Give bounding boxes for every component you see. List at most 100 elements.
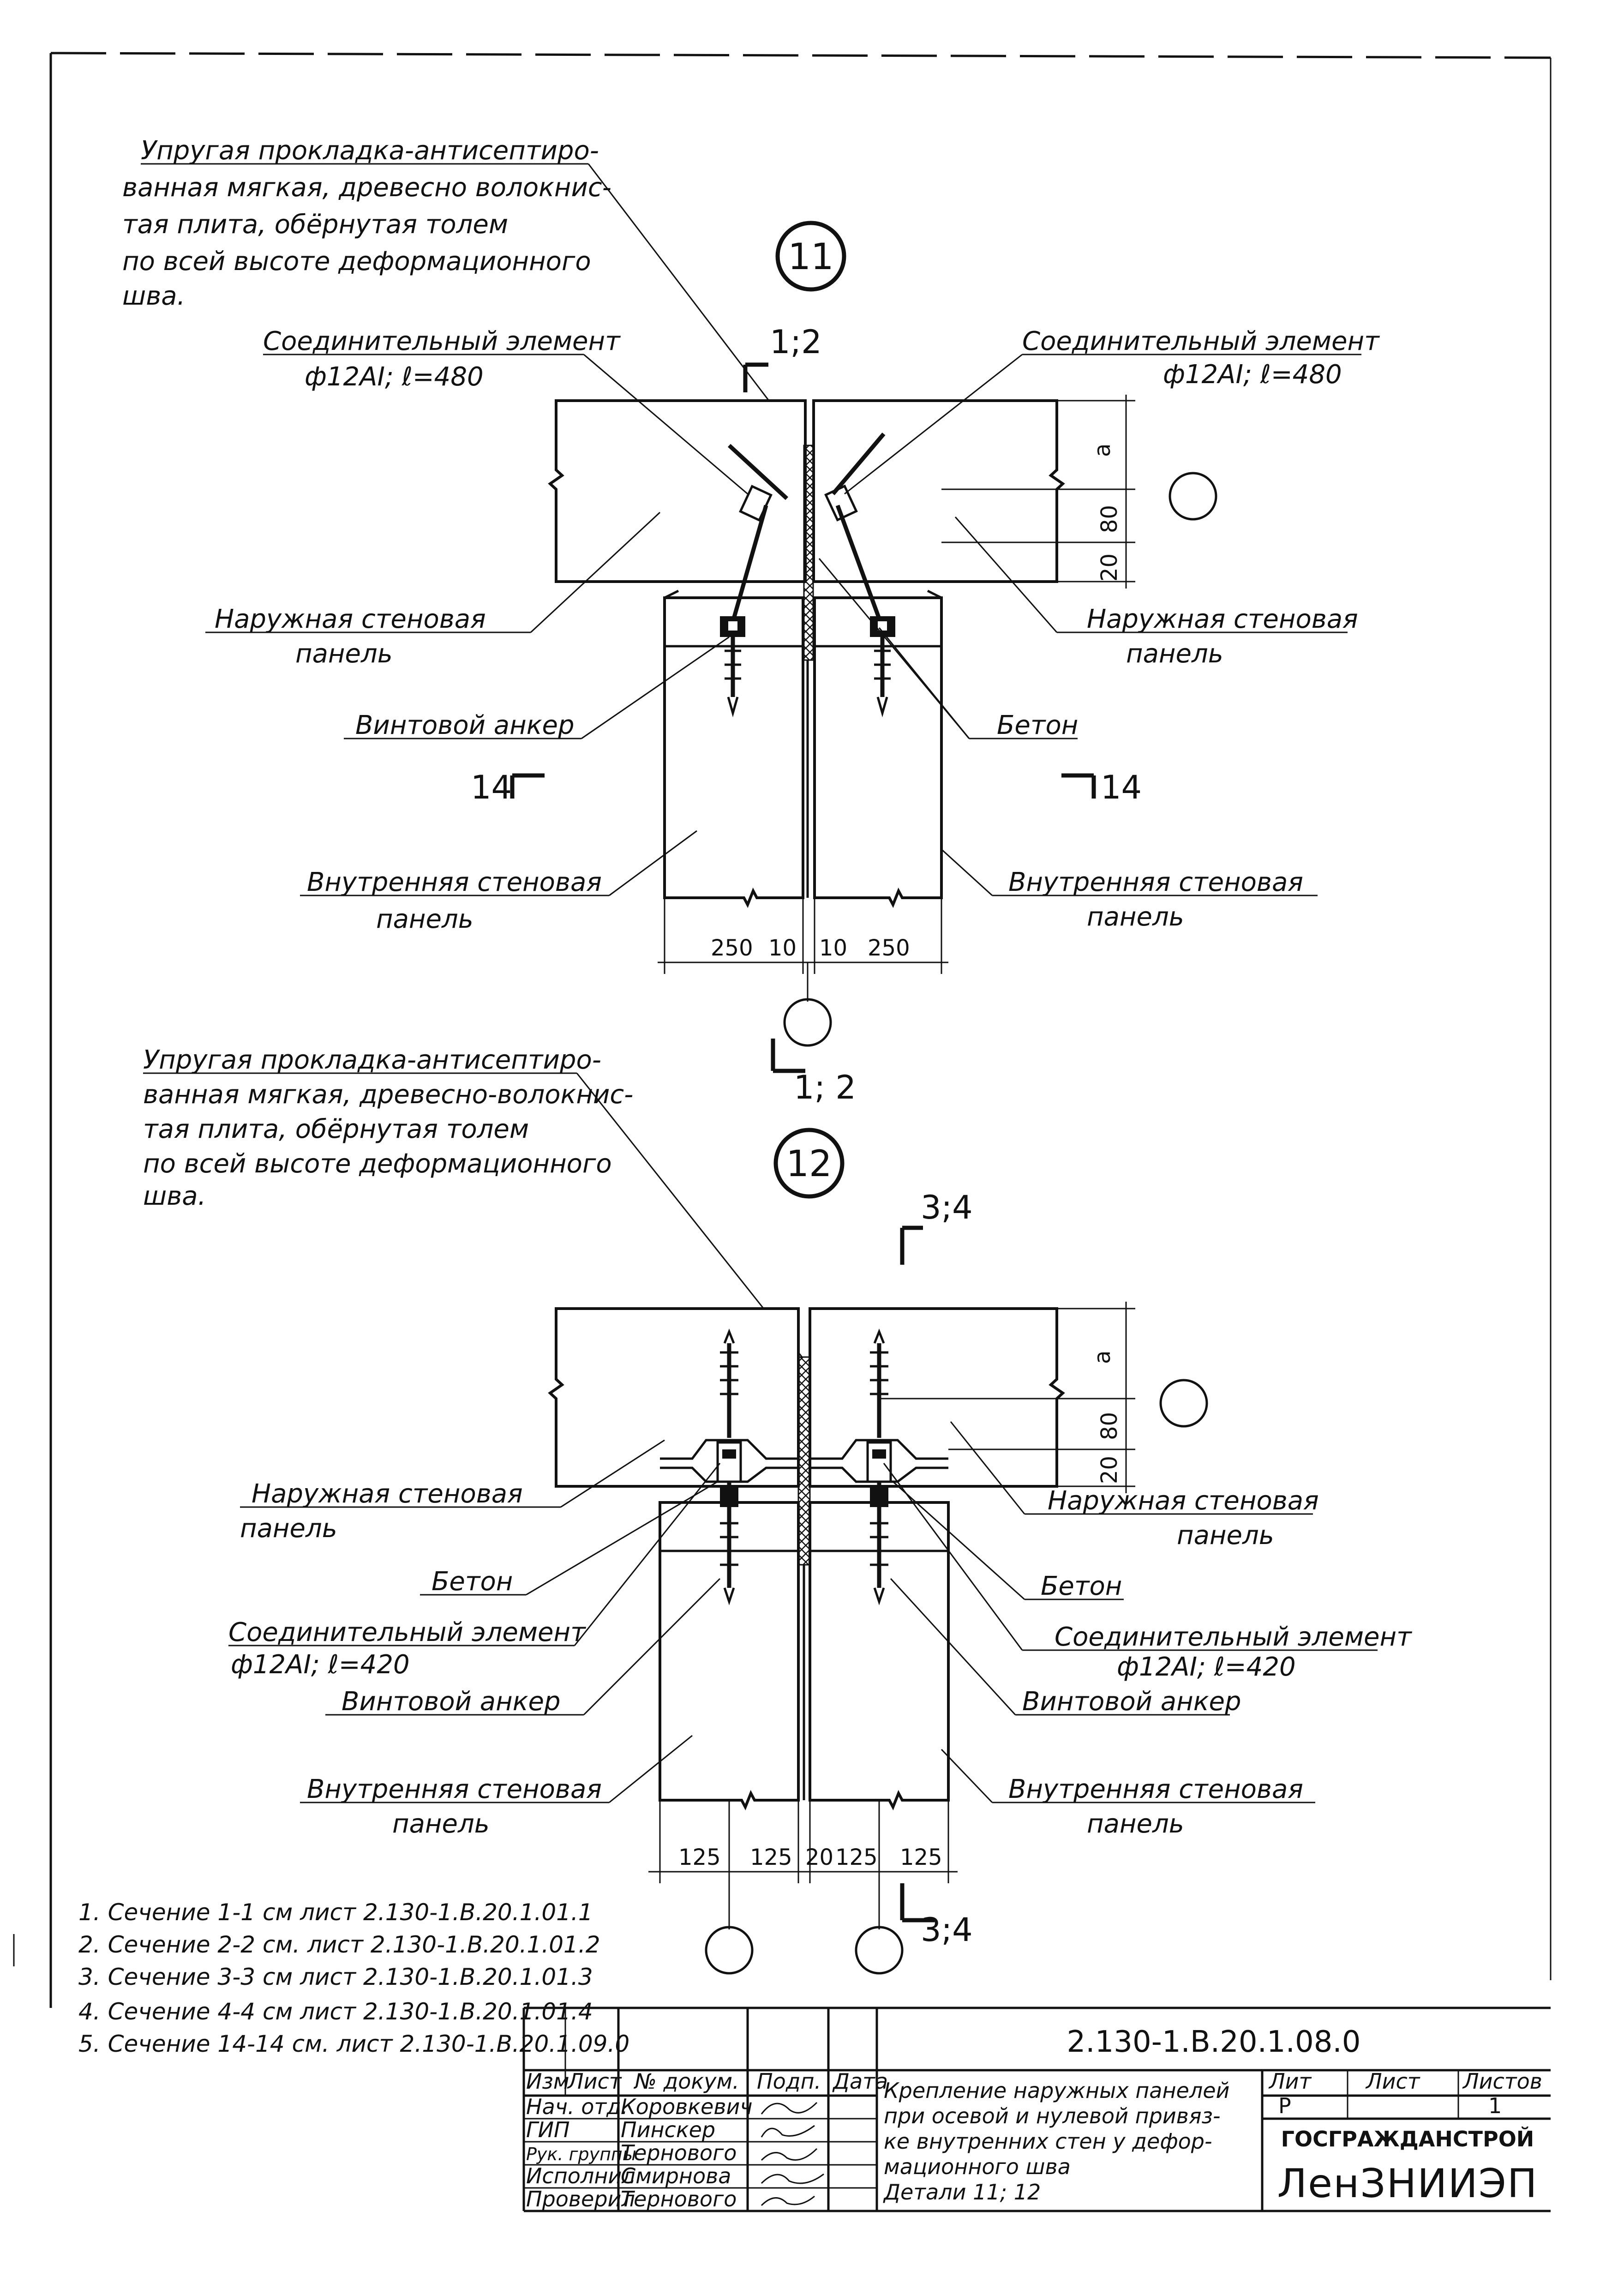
svg-text:125: 125 bbox=[750, 1844, 792, 1870]
svg-text:Бетон: Бетон bbox=[1041, 1571, 1122, 1601]
detail-11-joint-pad bbox=[803, 445, 814, 661]
detail-12-inner-panel-right bbox=[809, 1501, 950, 1811]
note-1: 1. Сечение 1-1 см лист 2.130-1.В.20.1.01… bbox=[78, 1899, 593, 1926]
svg-text:Листов: Листов bbox=[1462, 2069, 1542, 2094]
svg-text:Рук. группы: Рук. группы bbox=[526, 2144, 636, 2164]
detail-12-anchor-right-label: Винтовой анкер bbox=[890, 1578, 1241, 1717]
detail-11-section-top: 1;2 bbox=[743, 323, 822, 392]
svg-text:панель: панель bbox=[1126, 639, 1223, 669]
svg-text:Внутренняя стеновая: Внутренняя стеновая bbox=[307, 867, 602, 897]
svg-text:ке внутренних стен у дефор-: ке внутренних стен у дефор- bbox=[884, 2129, 1212, 2154]
svg-text:Наружная стеновая: Наружная стеновая bbox=[1048, 1486, 1319, 1516]
org-name: ЛенЗНИИЭП bbox=[1277, 2161, 1538, 2207]
detail-11-section-bottom: 1; 2 bbox=[771, 1039, 856, 1106]
sheet-frame bbox=[13, 52, 1552, 2008]
note-2: 2. Сечение 2-2 см. лист 2.130-1.В.20.1.0… bbox=[78, 1931, 600, 1958]
svg-text:панель: панель bbox=[1177, 1520, 1274, 1550]
svg-text:шва.: шва. bbox=[143, 1181, 206, 1211]
svg-text:по всей высоте деформационного: по всей высоте деформационного bbox=[122, 246, 591, 276]
note-3: 3. Сечение 3-3 см лист 2.130-1.В.20.1.01… bbox=[78, 1964, 593, 1990]
detail-11-section-left: 14 bbox=[471, 769, 545, 806]
svg-text:Винтовой анкер: Винтовой анкер bbox=[355, 710, 575, 740]
detail-11-connector-left bbox=[720, 444, 789, 718]
svg-text:Лит: Лит bbox=[1268, 2069, 1312, 2094]
svg-text:Бетон: Бетон bbox=[997, 710, 1078, 740]
svg-text:панель: панель bbox=[1087, 1809, 1184, 1839]
detail-12-inner-right-label: Внутренняя стеновая панель bbox=[941, 1748, 1315, 1839]
detail-12-connector-right-label: Соединительный элемент ф12АI; ℓ=420 bbox=[883, 1463, 1412, 1682]
svg-text:Внутренняя стеновая: Внутренняя стеновая bbox=[1008, 867, 1303, 897]
detail-11-connector-right bbox=[824, 433, 895, 718]
svg-text:при осевой и нулевой привяз-: при осевой и нулевой привяз- bbox=[884, 2103, 1221, 2128]
detail-12-note: Упругая прокладка-антисептиро- ванная мя… bbox=[143, 1045, 803, 1358]
svg-text:мационного шва: мационного шва bbox=[884, 2154, 1071, 2179]
detail-11-horizontal-dims: 250 10 10 250 bbox=[658, 898, 948, 1047]
svg-text:Лист: Лист bbox=[1365, 2069, 1420, 2094]
svg-text:Крепление наружных панелей: Крепление наружных панелей bbox=[884, 2078, 1229, 2103]
svg-text:Исполнил: Исполнил bbox=[526, 2163, 635, 2188]
svg-text:Лист: Лист bbox=[567, 2069, 622, 2094]
detail-12-connector-left-label: Соединительный элемент ф12АI; ℓ=420 bbox=[228, 1463, 721, 1680]
detail-11-section-right: 14 bbox=[1061, 769, 1142, 806]
svg-text:80: 80 bbox=[1097, 1412, 1122, 1440]
svg-text:20: 20 bbox=[1097, 553, 1122, 582]
svg-text:по всей высоте деформационного: по всей высоте деформационного bbox=[143, 1149, 612, 1179]
svg-text:Пинскер: Пинскер bbox=[621, 2117, 715, 2142]
svg-text:80: 80 bbox=[1097, 505, 1122, 533]
svg-text:Нач. отд.: Нач. отд. bbox=[526, 2094, 628, 2119]
drawing-code: 2.130-1.В.20.1.08.0 bbox=[1067, 2025, 1361, 2059]
detail-12-section-bottom: 3;4 bbox=[900, 1883, 973, 1949]
svg-text:панель: панель bbox=[240, 1514, 337, 1544]
detail-12-connector-left bbox=[660, 1328, 798, 1605]
svg-text:тая плита, обёрнутая толем: тая плита, обёрнутая толем bbox=[143, 1114, 529, 1144]
svg-text:250: 250 bbox=[868, 935, 910, 961]
detail-12-inner-panel-left bbox=[659, 1501, 800, 1811]
detail-12-inner-left-label: Внутренняя стеновая панель bbox=[300, 1735, 693, 1839]
svg-text:20: 20 bbox=[805, 1844, 833, 1870]
detail-12-outer-left-label: Наружная стеновая панель bbox=[240, 1439, 665, 1544]
svg-text:Смирнова: Смирнова bbox=[621, 2163, 731, 2188]
svg-text:3;4: 3;4 bbox=[921, 1911, 973, 1949]
svg-text:125: 125 bbox=[835, 1844, 878, 1870]
svg-text:Наружная стеновая: Наружная стеновая bbox=[1087, 604, 1358, 634]
detail-12: 12 Упругая прокладка-антисептиро- ванная… bbox=[143, 1045, 1412, 1975]
svg-text:125: 125 bbox=[900, 1844, 942, 1870]
detail-11-inner-panel-left bbox=[663, 589, 804, 908]
note-5: 5. Сечение 14-14 см. лист 2.130-1.В.20.1… bbox=[78, 2031, 629, 2057]
svg-text:1; 2: 1; 2 bbox=[794, 1069, 856, 1106]
svg-text:панель: панель bbox=[295, 639, 393, 669]
detail-12-connector-right bbox=[810, 1328, 948, 1605]
detail-12-number: 12 bbox=[786, 1143, 832, 1185]
detail-12-vertical-dims: а 80 20 bbox=[879, 1302, 1208, 1493]
detail-11: 11 Упругая прокладка-антисептиро- ванная… bbox=[122, 136, 1380, 1106]
svg-text:Винтовой анкер: Винтовой анкер bbox=[342, 1687, 561, 1717]
svg-text:Проверил: Проверил bbox=[526, 2187, 635, 2211]
detail-11-outer-right-label: Наружная стеновая панель bbox=[954, 517, 1358, 669]
title-block: 2.130-1.В.20.1.08.0 Изм Лист № докум. По… bbox=[522, 2007, 1551, 2212]
detail-12-anchor-left-label: Винтовой анкер bbox=[325, 1578, 721, 1717]
svg-text:Тернового: Тернового bbox=[621, 2140, 737, 2165]
svg-text:ГИП: ГИП bbox=[526, 2117, 570, 2142]
svg-text:№ докум.: № докум. bbox=[633, 2069, 739, 2094]
svg-text:Дата: Дата bbox=[832, 2069, 888, 2094]
detail-11-inner-panel-right bbox=[813, 589, 943, 908]
svg-text:125: 125 bbox=[678, 1844, 721, 1870]
svg-text:Соединительный элемент: Соединительный элемент bbox=[228, 1617, 586, 1647]
svg-text:Упругая прокладка-антисептиро-: Упругая прокладка-антисептиро- bbox=[141, 136, 599, 166]
svg-text:Соединительный элемент: Соединительный элемент bbox=[263, 326, 621, 356]
svg-text:ф12АI; ℓ=480: ф12АI; ℓ=480 bbox=[305, 362, 484, 392]
svg-text:Упругая прокладка-антисептиро-: Упругая прокладка-антисептиро- bbox=[143, 1045, 601, 1075]
svg-text:шва.: шва. bbox=[122, 281, 185, 311]
svg-text:Детали 11; 12: Детали 11; 12 bbox=[883, 2180, 1041, 2205]
detail-11-outer-left-label: Наружная стеновая панель bbox=[205, 511, 661, 669]
svg-text:Соединительный элемент: Соединительный элемент bbox=[1022, 326, 1380, 356]
svg-text:панель: панель bbox=[1087, 902, 1184, 932]
org-top: ГОСГРАЖДАНСТРОЙ bbox=[1281, 2127, 1534, 2151]
svg-text:Бетон: Бетон bbox=[431, 1567, 513, 1597]
svg-text:ф12АI; ℓ=420: ф12АI; ℓ=420 bbox=[1117, 1652, 1296, 1682]
detail-11-concrete-label: Бетон bbox=[818, 558, 1078, 740]
svg-text:3;4: 3;4 bbox=[921, 1189, 973, 1226]
detail-12-horizontal-dims: 125 125 20 125 125 bbox=[648, 1800, 958, 1975]
detail-11-connector-right-label: Соединительный элемент ф12АI; ℓ=480 bbox=[844, 326, 1380, 495]
